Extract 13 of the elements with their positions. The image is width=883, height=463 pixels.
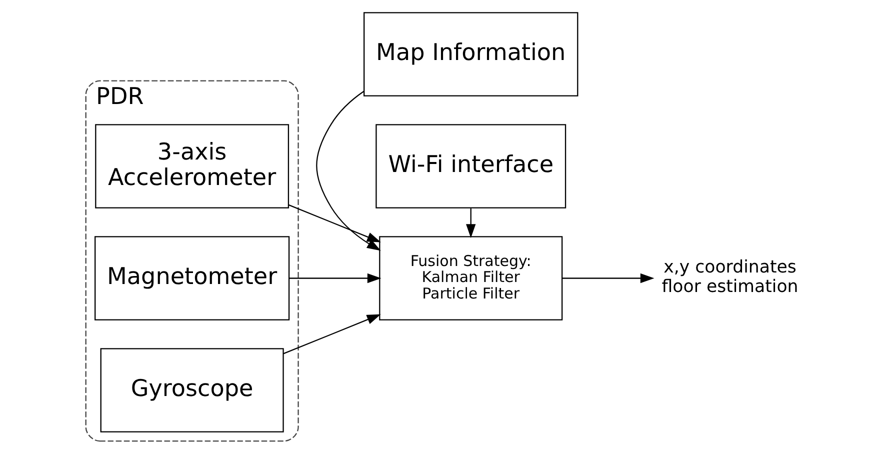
arrow bbox=[466, 208, 476, 238]
node-box: Wi-Fi interface bbox=[375, 124, 566, 208]
node-text: x,y coordinates floor estimation bbox=[661, 257, 798, 298]
arrow bbox=[288, 204, 380, 242]
node-box: Map Information bbox=[363, 12, 578, 96]
arrow bbox=[316, 90, 380, 251]
node-box: Magnetometer bbox=[94, 236, 290, 320]
node-box: Gyroscope bbox=[100, 348, 284, 432]
arrow bbox=[288, 273, 381, 284]
arrow bbox=[282, 314, 380, 354]
node-box: Fusion Strategy: Kalman Filter Particle Filter bbox=[378, 236, 562, 320]
arrow bbox=[562, 273, 654, 284]
node-box: 3-axis Accelerometer bbox=[94, 124, 289, 208]
